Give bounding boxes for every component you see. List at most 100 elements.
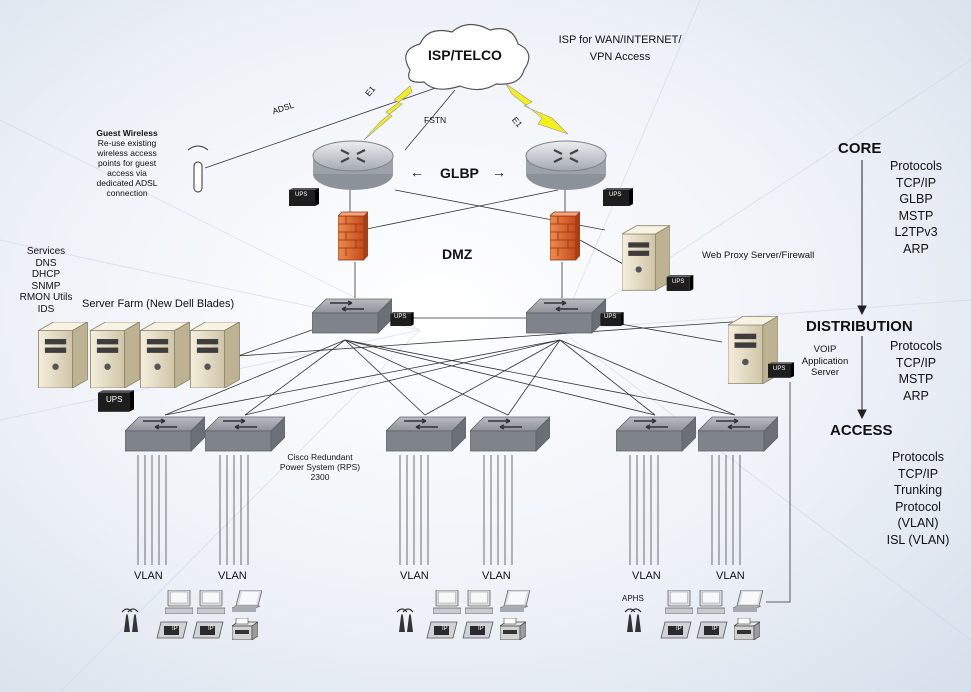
access-protocol-item: (VLAN): [897, 516, 939, 530]
access-switch-6[interactable]: [698, 416, 778, 452]
access-protocol-item: Trunking: [893, 483, 943, 497]
ups-badge-label: UPS: [773, 366, 786, 372]
core-router-left[interactable]: [311, 140, 395, 192]
vlan-label: VLAN: [134, 570, 163, 582]
server-farm-blade-1[interactable]: [38, 322, 88, 388]
lightning-bolt-icon: [363, 85, 413, 141]
core-protocol-item: MSTP: [898, 208, 934, 223]
ups-badge-label: UPS: [295, 192, 308, 198]
core-protocol-item: Protocols: [889, 159, 943, 173]
guest-wireless-title: Guest Wireless: [96, 128, 158, 138]
access-switch-5[interactable]: [616, 416, 696, 452]
access-switch-1[interactable]: [125, 416, 205, 452]
ip-phone-label: IP: [478, 626, 484, 632]
access-switch-3[interactable]: [386, 416, 466, 452]
isp-cloud-label: ISP/TELCO: [428, 47, 502, 63]
services-item: SNMP: [31, 280, 61, 292]
core-protocol-item: TCP/IP: [895, 175, 937, 190]
access-drops: [137, 455, 741, 565]
server-farm-blade-2[interactable]: [90, 322, 140, 388]
desktop-pc-icon[interactable]: [197, 590, 225, 614]
firewall-right[interactable]: [550, 211, 580, 261]
distribution-layer-title: DISTRIBUTION: [806, 318, 913, 335]
printer-icon[interactable]: [734, 618, 760, 640]
lightning-bolt-icon: [505, 83, 569, 135]
guest-wireless-text: Guest Wireless Re-use existing wireless …: [72, 128, 182, 198]
vlan-label: VLAN: [632, 570, 661, 582]
distribution-protocols: Protocols TCP/IP MSTP ARP: [878, 338, 954, 404]
vlan-label: VLAN: [218, 570, 247, 582]
access-protocols: Protocols TCP/IP Trunking Protocol (VLAN…: [868, 449, 968, 548]
core-protocols: Protocols TCP/IP GLBP MSTP L2TPv3 ARP: [878, 158, 954, 257]
ip-phone-label: IP: [712, 626, 718, 632]
ip-phone-label: IP: [208, 626, 214, 632]
core-protocol-item: L2TPv3: [894, 225, 938, 239]
guest-wireless-ap-icon: [187, 145, 209, 193]
distribution-switch-left[interactable]: [312, 298, 392, 334]
guest-wireless-line: points for guest: [97, 158, 157, 168]
services-item: IDS: [37, 303, 55, 315]
pstn-link-label: FSTN: [424, 115, 447, 125]
ip-phone-label: IP: [442, 626, 448, 632]
access-protocol-item: Protocol: [895, 499, 941, 514]
desktop-pc-icon[interactable]: [165, 590, 193, 614]
guest-wireless-line: dedicated ADSL: [96, 178, 158, 188]
services-item: RMON Utils: [19, 292, 73, 304]
services-item: DNS: [35, 257, 57, 269]
access-layer-title: ACCESS: [830, 422, 893, 439]
firewall-left[interactable]: [338, 211, 368, 261]
layer-arrows: [857, 160, 867, 420]
ups-badge-label: UPS: [604, 314, 617, 320]
dmz-label: DMZ: [442, 246, 473, 262]
ups-badge-label: UPS: [609, 192, 622, 198]
server-farm-blade-4[interactable]: [190, 322, 240, 388]
access-switch-2[interactable]: [205, 416, 285, 452]
access-protocol-item: Protocols: [891, 450, 945, 464]
voip-label-line: Application: [801, 355, 849, 367]
isp-caption-line-2: VPN Access: [589, 51, 651, 63]
access-protocol-item: ISL (VLAN): [886, 532, 950, 547]
core-layer-title: CORE: [838, 140, 882, 157]
access-switch-4[interactable]: [470, 416, 550, 452]
services-item: DHCP: [31, 269, 61, 281]
guest-wireless-line: connection: [106, 188, 148, 198]
network-links: [164, 82, 791, 603]
vlan-label: VLAN: [482, 570, 511, 582]
isp-cloud: [405, 23, 530, 91]
web-proxy-server[interactable]: [622, 225, 670, 291]
laptop-icon[interactable]: [500, 590, 530, 613]
desktop-pc-icon[interactable]: [433, 590, 461, 614]
distribution-switch-right[interactable]: [526, 298, 606, 334]
voip-label-line: Server: [811, 367, 839, 378]
printer-icon[interactable]: [232, 618, 258, 640]
laptop-icon[interactable]: [733, 590, 763, 613]
services-list: Services DNS DHCP SNMP RMON Utils IDS: [8, 246, 84, 316]
printer-icon[interactable]: [500, 618, 526, 640]
desktop-pc-icon[interactable]: [465, 590, 493, 614]
distribution-protocol-item: Protocols: [889, 339, 943, 353]
guest-wireless-line: access via: [107, 168, 147, 178]
glbp-label: GLBP: [440, 165, 479, 181]
vlan-label: VLAN: [716, 570, 745, 582]
ip-phone-label: IP: [676, 626, 682, 632]
server-farm-label: Server Farm (New Dell Blades): [82, 298, 235, 310]
rps-label: Cisco Redundant Power System (RPS) 2300: [270, 452, 370, 482]
distribution-protocol-item: ARP: [903, 388, 929, 403]
distribution-protocol-item: TCP/IP: [895, 355, 937, 370]
wireless-ap-icon: [396, 608, 414, 632]
voip-label: VOIP Application Server: [792, 344, 858, 379]
vlan-label: VLAN: [400, 570, 429, 582]
web-proxy-label: Web Proxy Server/Firewall: [702, 250, 815, 261]
desktop-pc-icon[interactable]: [697, 590, 725, 614]
voip-label-line: VOIP: [813, 344, 837, 355]
ups-badge-label: UPS: [106, 395, 123, 404]
desktop-pc-icon[interactable]: [665, 590, 693, 614]
server-farm-blade-3[interactable]: [140, 322, 190, 388]
core-router-right[interactable]: [524, 140, 608, 192]
laptop-icon[interactable]: [232, 590, 262, 613]
distribution-protocol-item: MSTP: [898, 372, 934, 386]
aphs-label: APHS: [622, 594, 644, 603]
ip-phone-label: IP: [172, 626, 178, 632]
